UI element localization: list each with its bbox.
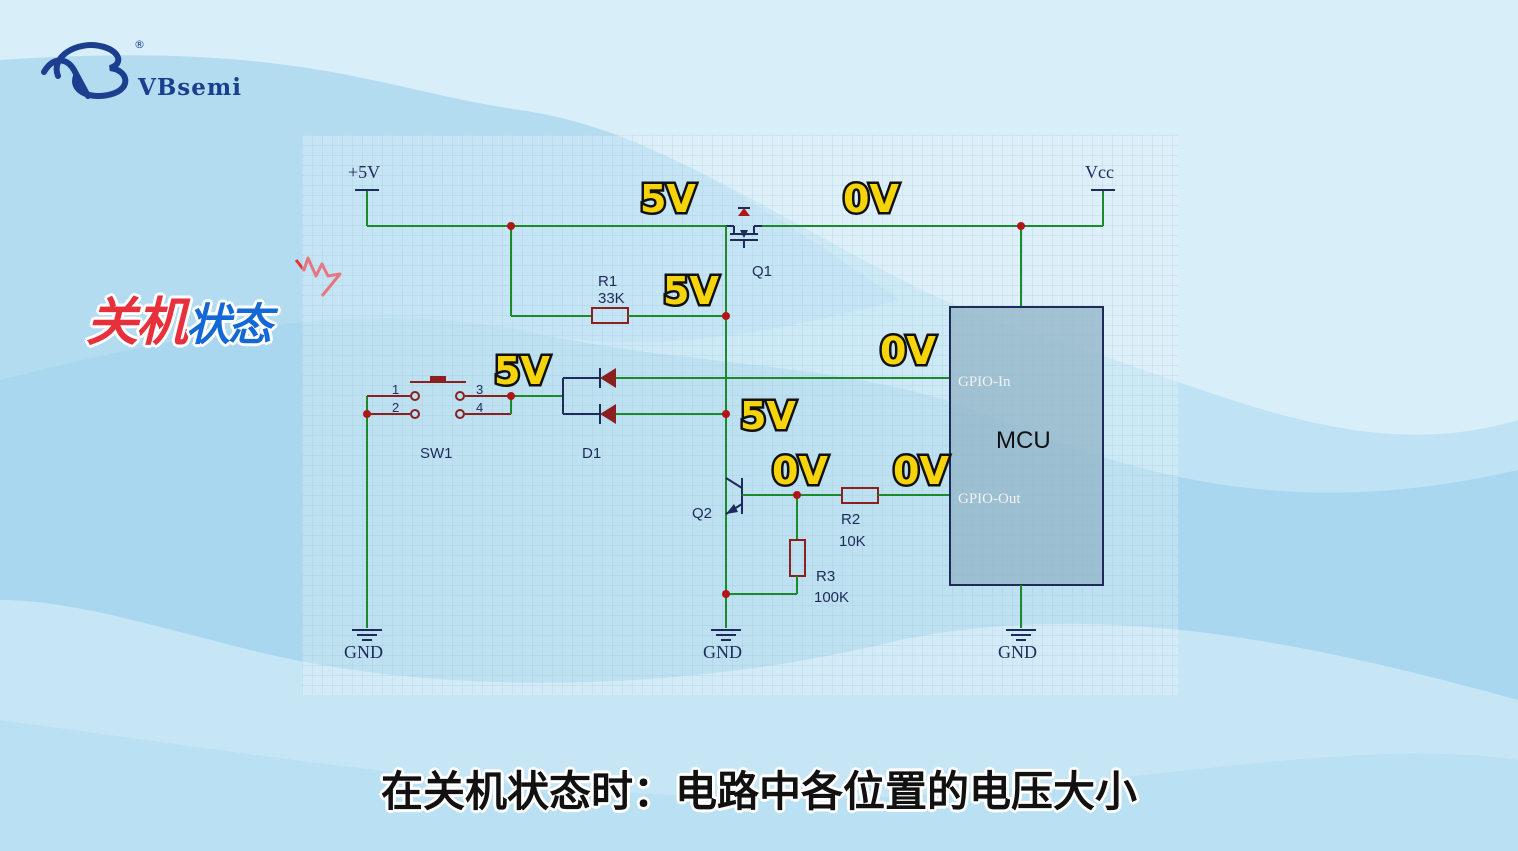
gnd-label-right: GND	[998, 642, 1037, 662]
plus5v-label: +5V	[348, 162, 380, 182]
voltage-q2-collector: 5V	[740, 394, 796, 438]
r1-value: 33K	[598, 290, 625, 307]
q2-label: Q2	[692, 505, 712, 522]
mcu-label: MCU	[996, 427, 1051, 454]
status-title: 关机状态	[86, 280, 272, 355]
r2-value: 10K	[839, 533, 866, 550]
r1-ref: R1	[598, 273, 617, 290]
junction-dot	[722, 590, 730, 598]
d1-lower-diode	[600, 404, 616, 424]
status-title-part1: 关机	[86, 293, 188, 353]
voltage-sw1-node: 5V	[494, 349, 550, 393]
junction-dot	[507, 392, 515, 400]
voltage-gpio-in: 0V	[880, 329, 936, 373]
mcu-block	[949, 306, 1104, 586]
subtitle-caption: 在关机状态时：电路中各位置的电压大小	[380, 767, 1137, 816]
vcc-label: Vcc	[1085, 162, 1114, 182]
brand-name: VBsemi	[138, 74, 242, 101]
voltage-q2-base: 0V	[772, 449, 828, 493]
r2-resistor	[841, 487, 879, 504]
sw1-label: SW1	[420, 445, 453, 462]
junction-dot	[507, 222, 515, 230]
registered-mark: ®	[134, 38, 145, 51]
r3-value: 100K	[814, 589, 849, 606]
spark-icon	[294, 256, 342, 297]
r3-resistor	[789, 539, 806, 577]
junction-dot	[722, 410, 730, 418]
voltage-r1-node: 5V	[663, 269, 719, 313]
gnd-symbol-left	[352, 629, 382, 641]
gnd-label-left: GND	[344, 642, 383, 662]
d1-label: D1	[582, 445, 601, 462]
d1-upper-diode	[600, 368, 616, 388]
gnd-symbol-right	[1006, 629, 1036, 641]
junction-dot	[1017, 222, 1025, 230]
q1-label: Q1	[752, 263, 772, 280]
gnd-symbol-center	[711, 629, 741, 641]
vbsemi-logo	[41, 42, 129, 99]
gnd-label-center: GND	[703, 642, 742, 662]
r2-ref: R2	[841, 511, 860, 528]
status-title-part2: 状态	[186, 300, 272, 351]
junction-dot	[793, 491, 801, 499]
junction-dot	[722, 312, 730, 320]
sw1-pin1: 1	[392, 382, 399, 397]
gpio-out-label: GPIO-Out	[958, 491, 1021, 507]
r3-ref: R3	[816, 568, 835, 585]
voltage-gpio-out: 0V	[893, 449, 949, 493]
sw1-pin3: 3	[476, 382, 483, 397]
gpio-in-label: GPIO-In	[958, 374, 1011, 390]
sw1-pin2: 2	[392, 400, 399, 415]
voltage-q1-source: 5V	[640, 177, 696, 221]
voltage-q1-drain: 0V	[843, 177, 899, 221]
sw1-pin4: 4	[476, 400, 483, 415]
junction-dot	[363, 410, 371, 418]
q1-mosfet	[726, 207, 762, 248]
r1-resistor	[591, 307, 629, 324]
